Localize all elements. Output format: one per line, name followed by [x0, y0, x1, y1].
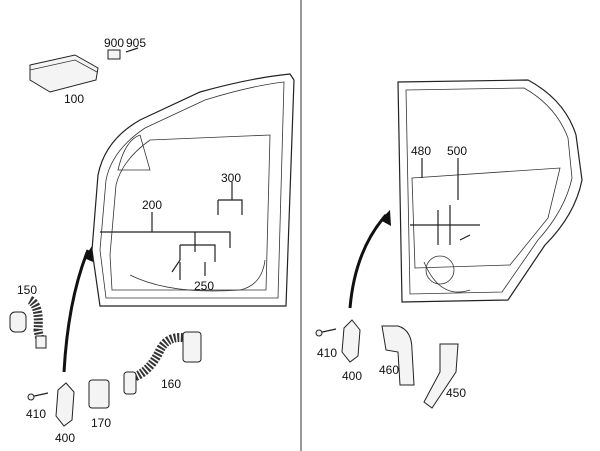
screw-410-right	[315, 328, 337, 337]
label-500: 500	[447, 144, 467, 158]
label-160: 160	[161, 377, 181, 391]
screw-410-left	[27, 392, 49, 401]
arrow-head	[84, 246, 93, 262]
leader-lines-left	[100, 182, 243, 280]
routing-arrow-right	[348, 214, 388, 309]
label-410-left: 410	[26, 407, 46, 421]
label-200: 200	[142, 198, 162, 212]
part-900-905	[107, 47, 139, 60]
label-170: 170	[91, 416, 111, 430]
part-460	[381, 325, 415, 386]
label-250: 250	[194, 279, 214, 293]
grommet-400-left	[55, 382, 75, 427]
routing-arrow	[62, 249, 90, 373]
label-460: 460	[379, 363, 399, 377]
label-450: 450	[446, 386, 466, 400]
rear-door-outline	[397, 79, 583, 303]
label-900: 900	[104, 36, 124, 50]
label-400-right: 400	[342, 369, 362, 383]
label-150: 150	[17, 283, 37, 297]
leader-lines-right	[410, 158, 480, 245]
label-480: 480	[411, 144, 431, 158]
label-100: 100	[64, 92, 84, 106]
grommet-400-right	[341, 319, 361, 363]
label-410-right: 410	[317, 346, 337, 360]
arrow-head-right	[380, 210, 391, 226]
part-450	[423, 343, 459, 409]
connector-170	[88, 379, 110, 409]
label-300: 300	[221, 171, 241, 185]
label-400-left: 400	[55, 431, 75, 445]
front-door-outline	[91, 73, 295, 307]
control-unit-100	[29, 54, 99, 93]
harness-160	[123, 331, 202, 395]
label-905: 905	[126, 36, 146, 50]
corrugated-tube-150	[9, 295, 47, 349]
